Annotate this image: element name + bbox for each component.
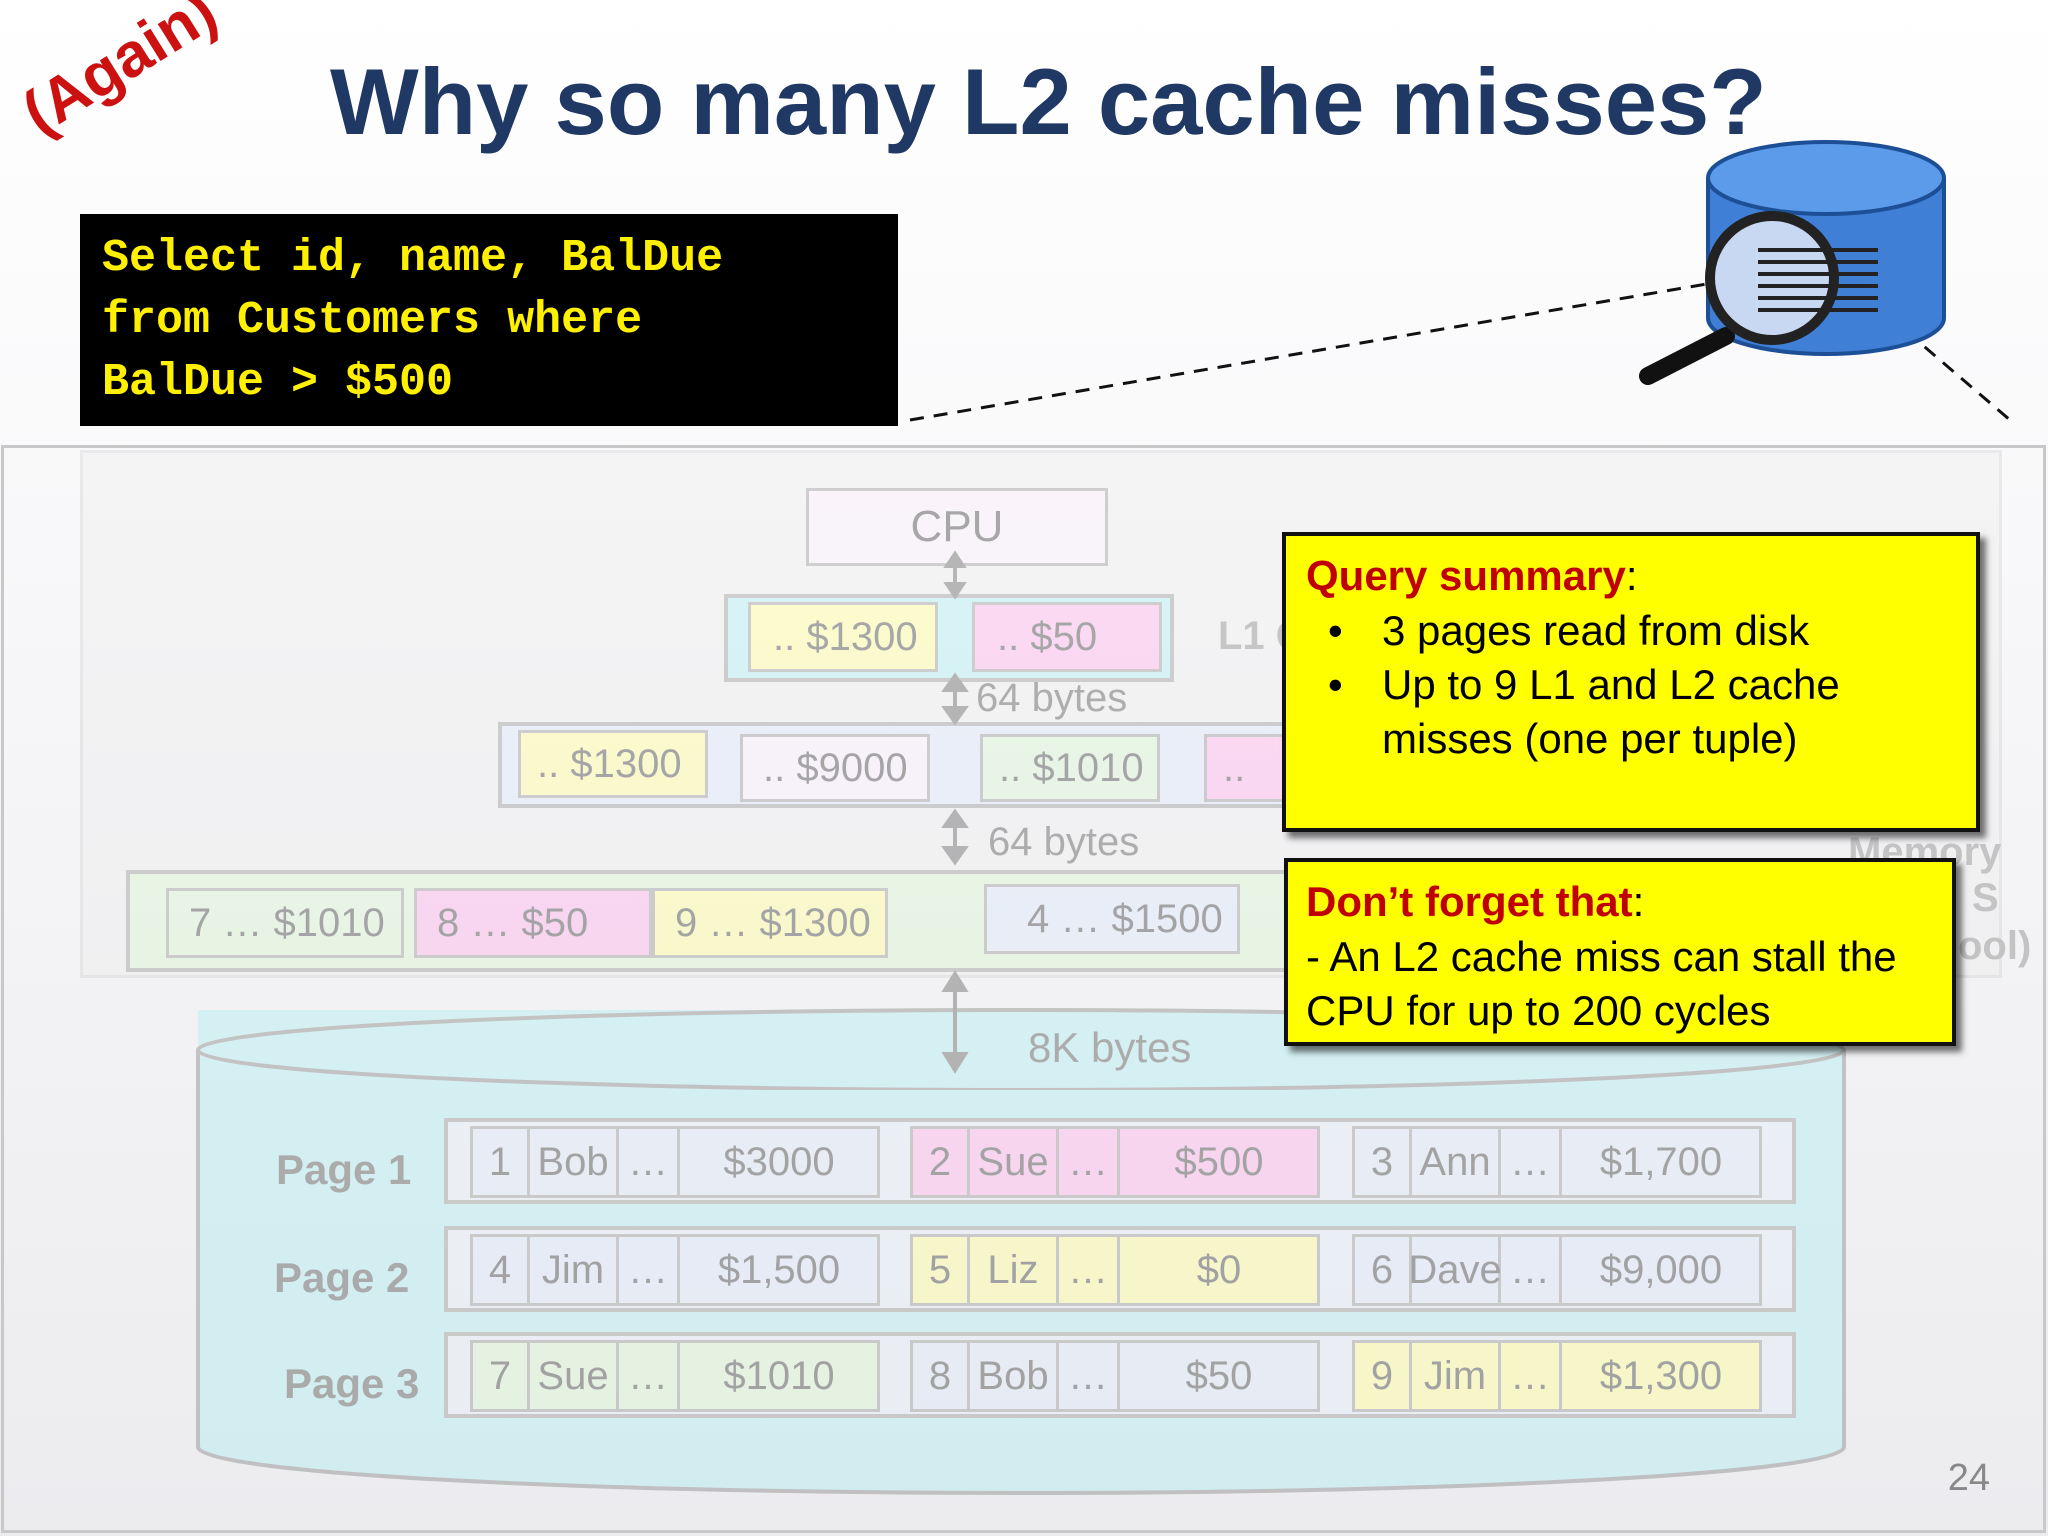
memory-label-3: ool)	[1958, 924, 2032, 968]
l1-cache	[724, 594, 1174, 682]
tuple-id: 3	[1355, 1129, 1412, 1195]
disk-page-row	[444, 1226, 1796, 1312]
memory-line-4: 4 … $1500	[984, 884, 1240, 954]
cpu-box: CPU	[806, 488, 1108, 566]
diagram-frame	[1, 445, 2046, 1533]
page-label: Page 3	[284, 1360, 420, 1407]
disk-page-row	[444, 1118, 1796, 1204]
l2-line-3: .. $1010	[980, 734, 1160, 802]
disk-bytes-label: 8K bytes	[1028, 1024, 1192, 1071]
query-summary-list: 3 pages read from disk Up to 9 L1 and L2…	[1306, 604, 1956, 766]
tuple-id: 8	[913, 1343, 970, 1409]
tuple-ellipsis: …	[1501, 1237, 1562, 1303]
tuple-name: Sue	[530, 1343, 619, 1409]
tuple-ellipsis: …	[1059, 1129, 1120, 1195]
sql-line-2: from Customers where	[102, 295, 643, 346]
tuple-name: Bob	[970, 1343, 1059, 1409]
tuple-name: Jim	[1412, 1343, 1501, 1409]
tuple-id: 6	[1355, 1237, 1412, 1303]
page-label: Page 1	[276, 1146, 412, 1193]
slide-title: Why so many L2 cache misses?	[330, 49, 1767, 154]
tuple-id: 4	[473, 1237, 530, 1303]
l2-line-2: .. $9000	[740, 734, 930, 802]
l2-line-1: .. $1300	[518, 730, 708, 798]
tuple-ellipsis: …	[1501, 1343, 1562, 1409]
tuple-id: 1	[473, 1129, 530, 1195]
disk-page-row	[444, 1332, 1796, 1418]
tuple-balance: $500	[1174, 1139, 1264, 1184]
query-summary-bullet: Up to 9 L1 and L2 cache misses (one per …	[1306, 658, 1956, 766]
tuple-name: Jim	[530, 1237, 619, 1303]
tuple-name: Liz	[970, 1237, 1059, 1303]
main-memory	[126, 870, 1326, 972]
sql-line-1: Select id, name, BalDue	[102, 233, 724, 284]
l1-line-2: .. $50	[972, 602, 1162, 672]
tuple-ellipsis: …	[1501, 1129, 1562, 1195]
memory-line-3: 9 … $1300	[652, 888, 888, 958]
tuple-name: Bob	[530, 1129, 619, 1195]
l1-bytes-label: 64 bytes	[976, 676, 1128, 720]
dont-forget-text: - An L2 cache miss can stall the CPU for…	[1306, 933, 1897, 1034]
query-summary-callout: Query summary: 3 pages read from disk Up…	[1282, 532, 1980, 832]
tuple-balance: $50	[1185, 1353, 1253, 1398]
tuple-name: Dave	[1408, 1237, 1502, 1303]
l2-cache	[498, 722, 1298, 808]
l2-bytes-label: 64 bytes	[988, 820, 1140, 864]
tuple-id: 7	[473, 1343, 530, 1409]
tuple-name: Sue	[970, 1129, 1059, 1195]
tuple-name: Ann	[1412, 1129, 1501, 1195]
query-summary-colon: :	[1625, 552, 1638, 599]
tuple-id: 5	[913, 1237, 970, 1303]
dont-forget-callout: Don’t forget that: - An L2 cache miss ca…	[1284, 858, 1956, 1046]
sql-query-box: Select id, name, BalDue from Customers w…	[80, 214, 898, 426]
tuple-balance: $3000	[723, 1139, 835, 1184]
slide-page-number: 24	[1947, 1457, 1990, 1499]
tuple-id: 2	[913, 1129, 970, 1195]
tuple-balance: $1,300	[1599, 1353, 1723, 1398]
page-label: Page 2	[274, 1254, 410, 1301]
tuple-ellipsis: …	[1059, 1343, 1120, 1409]
query-summary-bullet: 3 pages read from disk	[1306, 604, 1956, 658]
disk-cylinder-body	[198, 1010, 1844, 1440]
tuple-balance: $9,000	[1599, 1247, 1723, 1292]
l1-line-1: .. $1300	[748, 602, 938, 672]
memory-line-2: 8 … $50	[414, 888, 652, 958]
tuple-ellipsis: …	[619, 1129, 680, 1195]
tuple-balance: $1,500	[717, 1247, 841, 1292]
tuple-balance: $0	[1196, 1247, 1242, 1292]
tuple-ellipsis: …	[619, 1343, 680, 1409]
tuple-ellipsis: …	[619, 1237, 680, 1303]
l2-line-4: ..	[1204, 734, 1294, 802]
database-search-icon	[1639, 140, 1946, 385]
memory-line-1: 7 … $1010	[166, 888, 404, 958]
query-summary-heading: Query summary	[1306, 552, 1626, 599]
tuple-ellipsis: …	[1059, 1237, 1120, 1303]
tuple-balance: $1010	[723, 1353, 835, 1398]
sql-line-3: BalDue > $500	[102, 357, 454, 408]
tuple-balance: $1,700	[1599, 1139, 1723, 1184]
memory-label-2: S	[1972, 876, 1999, 920]
tuple-id: 9	[1355, 1343, 1412, 1409]
dont-forget-heading: Don’t forget that	[1306, 878, 1633, 925]
dont-forget-colon: :	[1632, 878, 1645, 925]
